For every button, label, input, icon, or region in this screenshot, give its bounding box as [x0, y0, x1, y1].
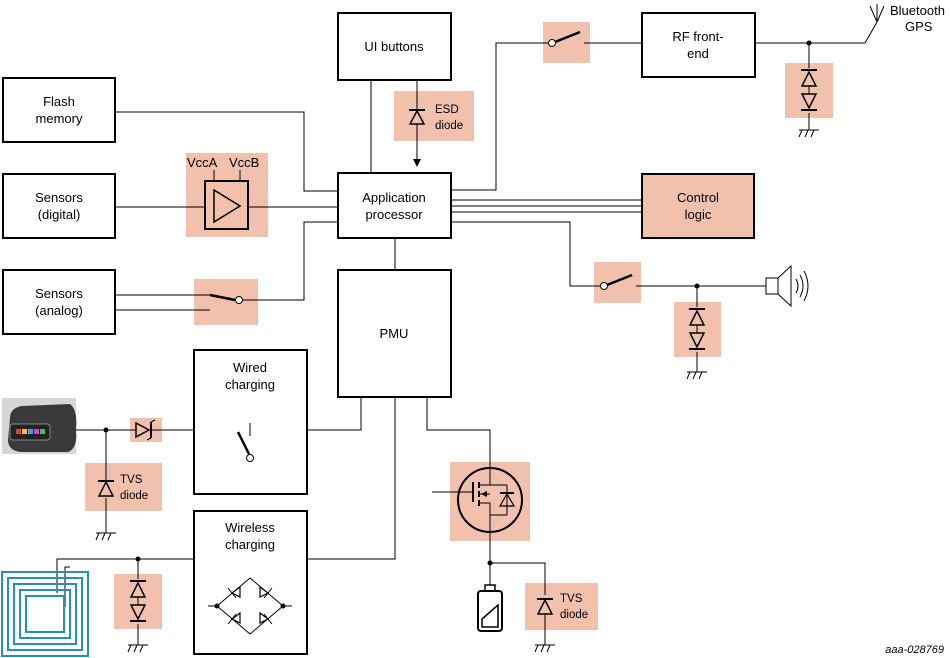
wired-switch-icon [236, 423, 254, 462]
wireless-label-2: charging [225, 537, 275, 552]
esd-diode-pad [394, 91, 474, 141]
control-logic-label-2: logic [685, 207, 712, 222]
mosfet-icon [457, 467, 523, 540]
pmu-label: PMU [380, 326, 409, 341]
rf-label-1: RF front- [672, 29, 723, 44]
usb-series-diode-icon [135, 419, 156, 441]
audio-switch-icon [600, 273, 633, 290]
audio-switch-pad [594, 262, 641, 303]
esd-label-1: ESD [435, 104, 459, 116]
level-shifter-icon [204, 170, 249, 230]
sensors-analog-label-1: Sensors [35, 286, 83, 301]
junction-dots [103, 40, 812, 566]
sensors-digital-label-1: Sensors [35, 190, 83, 205]
wireless-coil-icon [1, 571, 89, 657]
ground-icon [127, 644, 148, 653]
usb-tvs-pad [85, 463, 162, 511]
pmu-block: PMU [337, 269, 452, 398]
rf-front-end-block: RF front- end [641, 12, 756, 78]
battery-tvs-icon [536, 598, 554, 618]
tvs-diode-icon [800, 69, 818, 111]
vcca-label: VccA [187, 155, 218, 170]
speaker-tvs-icon [688, 308, 706, 350]
flash-memory-label-2: memory [36, 111, 83, 126]
usb-tvs-label-1: TVS [120, 474, 143, 486]
sensors-analog-block: Sensors (analog) [2, 269, 116, 335]
ground-icon [534, 644, 555, 653]
level-shifter-pad [186, 153, 268, 237]
gps-label: GPS [905, 19, 933, 34]
battery-tvs-pad [525, 583, 598, 630]
figure-id: aaa-028769 [885, 644, 944, 656]
application-processor-block: Application processor [337, 172, 452, 239]
wireless-label-1: Wireless [225, 520, 275, 535]
esd-diode-icon [408, 95, 426, 129]
usb-connector-icon [2, 398, 77, 454]
wired-label-1: Wired [233, 360, 267, 375]
control-logic-label-1: Control [677, 190, 719, 205]
coil-tvs-icon [129, 580, 147, 622]
battery-icon [477, 584, 503, 632]
ui-buttons-block: UI buttons [337, 12, 452, 81]
bridge-rectifier-icon [208, 577, 292, 635]
battery-tvs-label-1: TVS [560, 593, 583, 605]
sensors-analog-label-2: (analog) [35, 303, 83, 318]
rf-label-2: end [687, 46, 709, 61]
usb-tvs-icon [97, 478, 115, 497]
wires [56, 21, 878, 645]
analog-switch-icon [209, 293, 243, 304]
flash-memory-label-1: Flash [43, 94, 75, 109]
battery-tvs-label-2: diode [560, 609, 588, 621]
flash-memory-block: Flash memory [2, 77, 116, 143]
bluetooth-label: Bluetooth [890, 3, 945, 18]
sensors-digital-label-2: (digital) [38, 207, 81, 222]
wired-label-2: charging [225, 377, 275, 392]
wired-charging-block: Wired charging [193, 349, 308, 495]
ap-label-1: Application [362, 190, 426, 205]
control-logic-block: Control logic [641, 173, 755, 239]
ground-icon [686, 371, 707, 380]
ui-buttons-label: UI buttons [364, 39, 424, 54]
vccb-label: VccB [229, 155, 259, 170]
speaker-icon [765, 264, 809, 308]
ap-label-2: processor [365, 207, 423, 222]
antenna-icon [869, 4, 885, 23]
ground-icon [798, 129, 819, 138]
sensors-digital-block: Sensors (digital) [2, 173, 116, 239]
ground-icon [95, 532, 116, 541]
esd-label-2: diode [435, 120, 463, 132]
analog-switch-pad [194, 279, 258, 325]
usb-tvs-label-2: diode [120, 490, 148, 502]
rf-switch-icon [548, 30, 581, 47]
wireless-charging-block: Wireless charging [193, 510, 308, 655]
